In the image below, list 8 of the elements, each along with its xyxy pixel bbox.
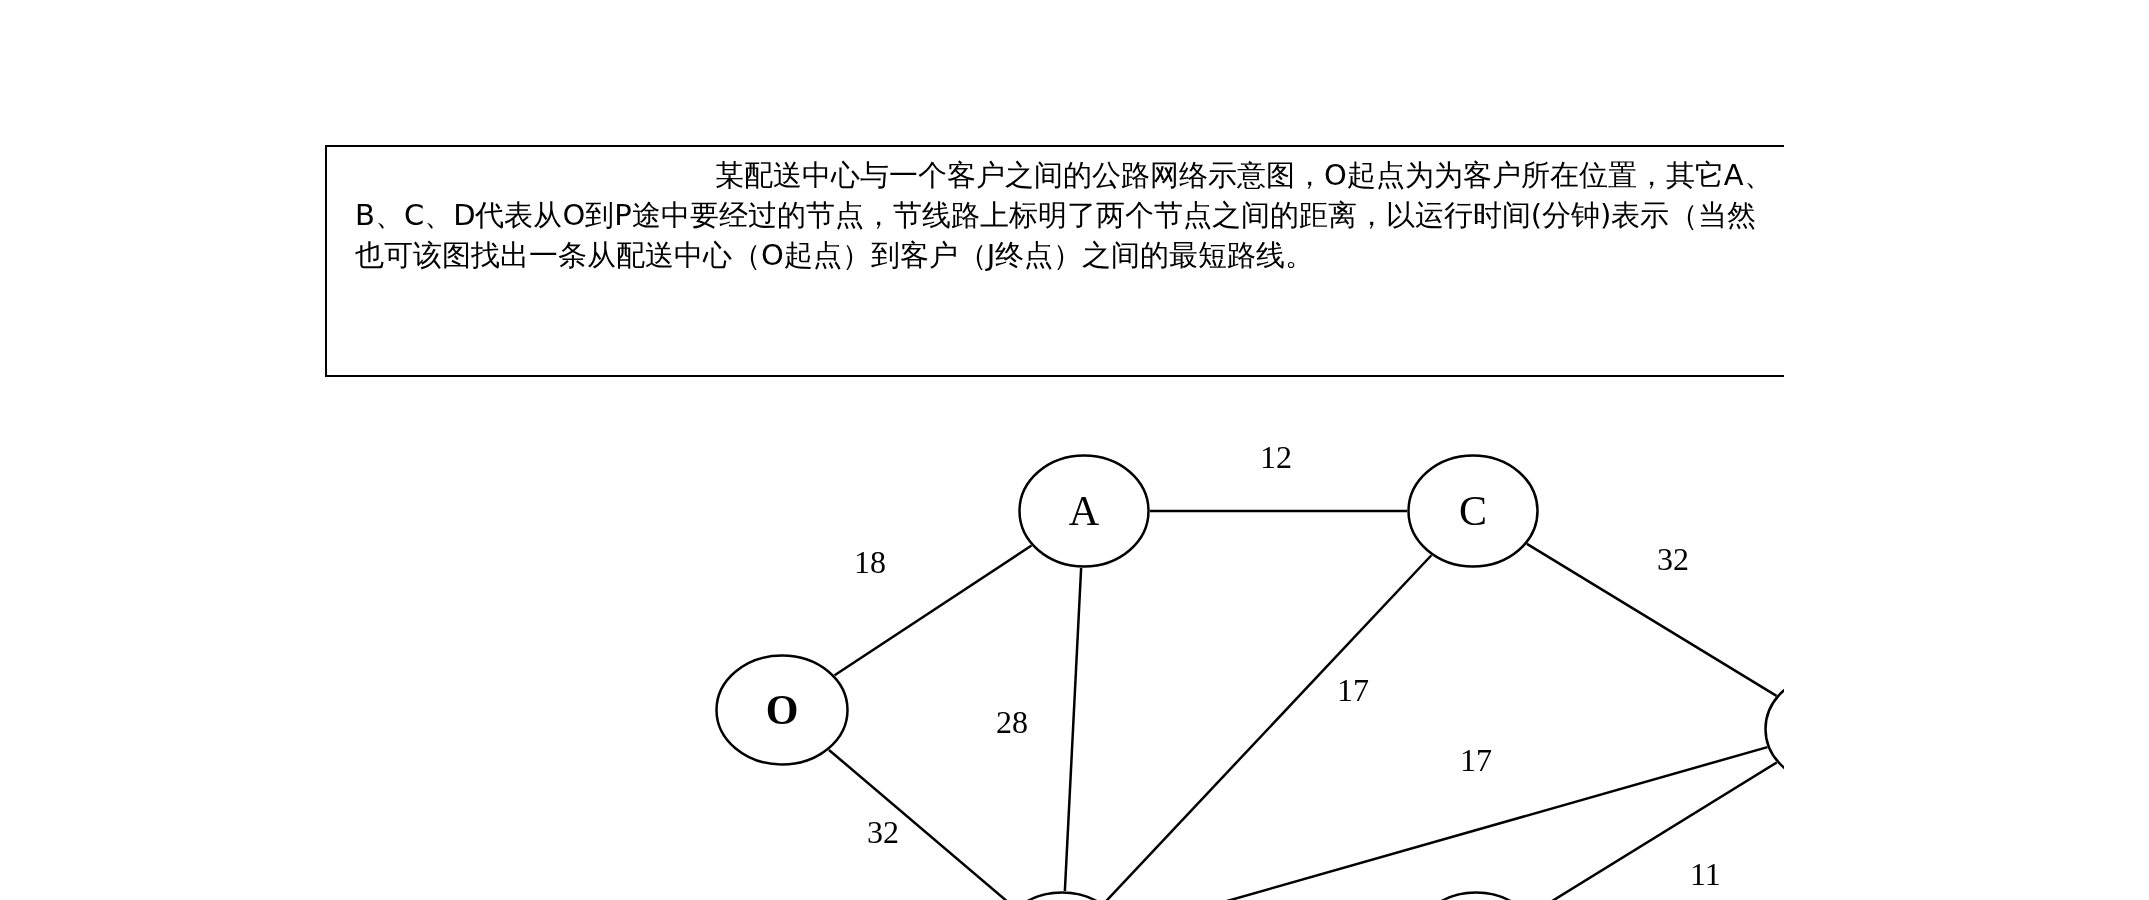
node-ellipse: O (715, 654, 849, 766)
connector-line (1526, 542, 1778, 697)
connector-line (1150, 509, 1407, 513)
connector-line (833, 544, 1033, 677)
node-ellipse: A (1018, 454, 1150, 568)
connector-line (1063, 567, 1083, 892)
text-box: 某配送中心与一个客户之间的公路网络示意图，O起点为为客户所在位置，其它A、B、C、D代表从O到P途中要经过的节点，节线路上标明了两个节点之间的距离，以运行时间(分钟)表示（当然也可该图找出一条从配送中心（O起点）到客户（J终点）之间的最短路线。 (325, 145, 1784, 377)
node-ellipse: C (1407, 454, 1539, 568)
